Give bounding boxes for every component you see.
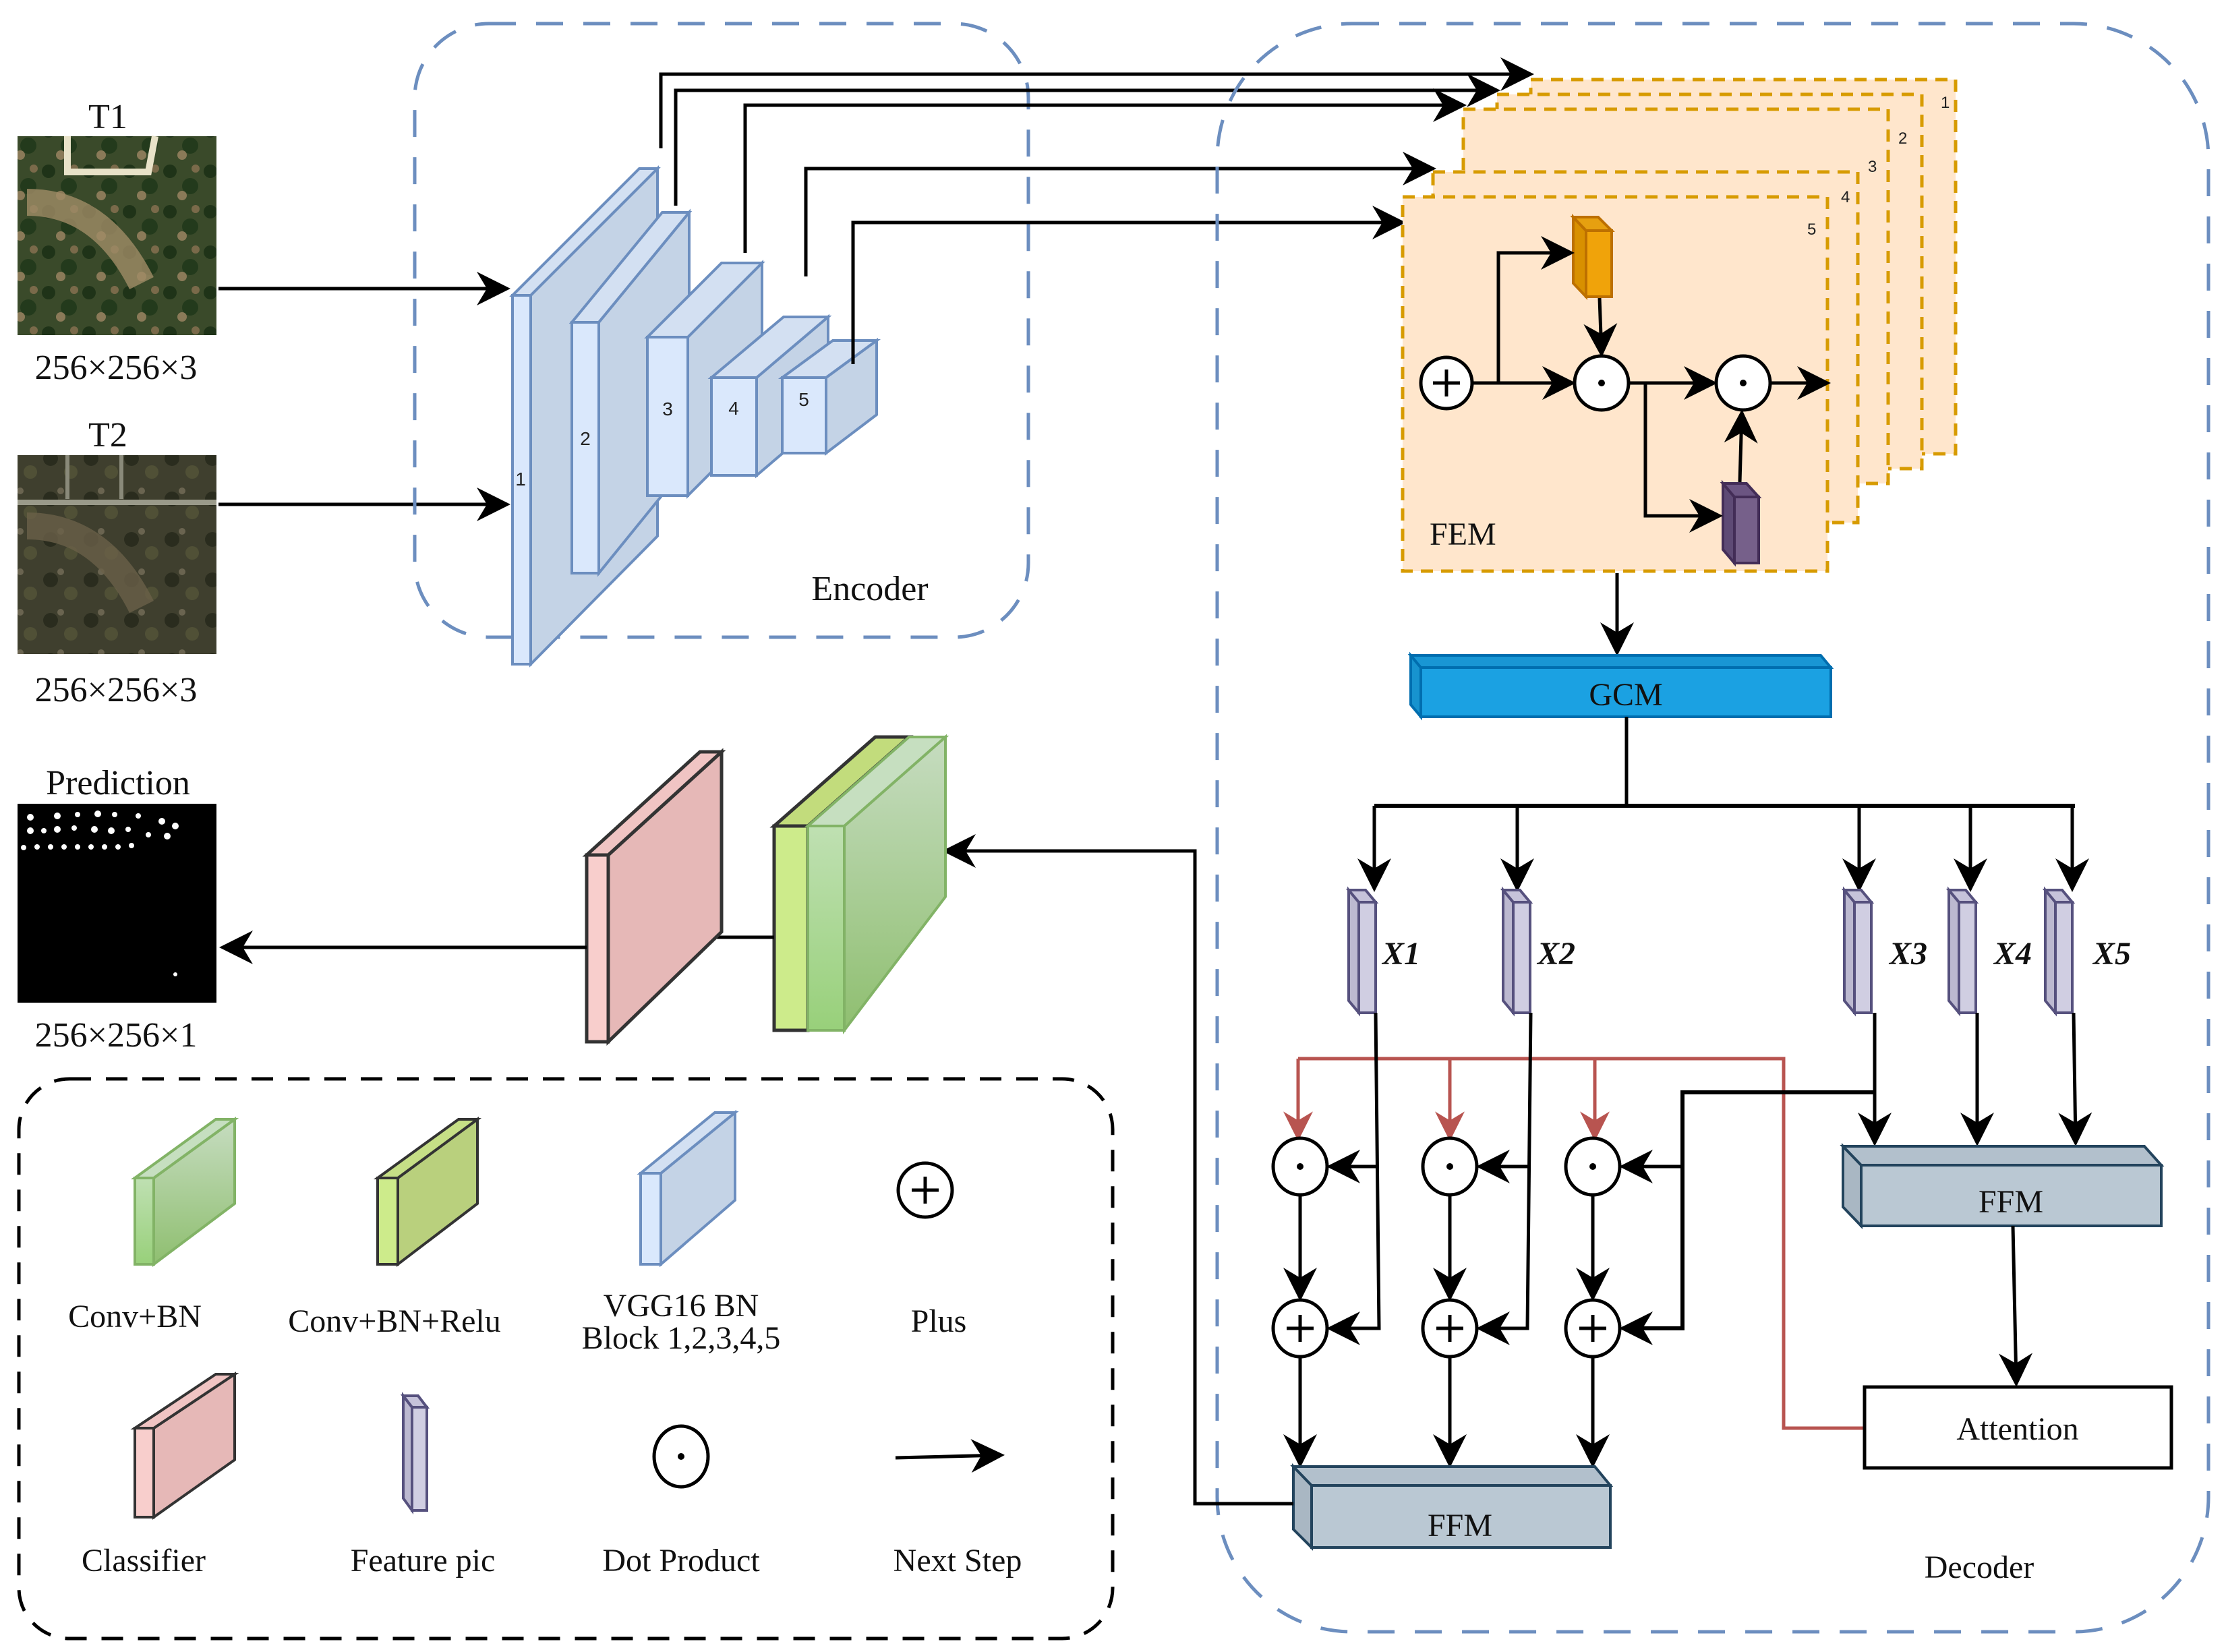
fusion-column-3 (1564, 1090, 1875, 1468)
legend-conv-bn-label: Conv+BN (68, 1299, 202, 1334)
attention-block: Attention (1863, 1385, 2173, 1470)
fem-layer-3-label: 3 (1868, 158, 1877, 176)
ffm-low-block: FFM (1290, 1463, 1614, 1551)
t2-size: 256×256×3 (35, 671, 198, 709)
prediction-title: Prediction (46, 764, 190, 802)
skip-connection-2 (674, 73, 1500, 206)
next-step-legend-icon (895, 1439, 1005, 1473)
fem-layer-1-label: 1 (1941, 94, 1950, 112)
prediction-size: 256×256×1 (35, 1016, 198, 1055)
decoder-label: Decoder (1925, 1550, 2034, 1585)
fusion-column-2 (1421, 1012, 1533, 1468)
conv-bn-relu-block (769, 735, 914, 1032)
vgg-block-5: 5 (778, 338, 881, 456)
ffm-to-attention-arrow (1999, 1225, 2033, 1387)
fem-orange-block (1570, 213, 1615, 301)
decoder-container (1215, 22, 2210, 1634)
fem-layer-4-label: 4 (1841, 188, 1850, 206)
fem-layer-5-label: 5 (1807, 220, 1816, 239)
t1-title: T1 (88, 98, 127, 136)
encoder-label: Encoder (811, 570, 928, 608)
gcm-block: GCM (1407, 651, 1834, 721)
legend-vgg16-label-line1: VGG16 BN (604, 1288, 759, 1324)
legend-feature-pic-label: Feature pic (351, 1543, 496, 1579)
legend-next-step: Next Step (894, 1439, 1022, 1579)
legend-vgg16: VGG16 BN Block 1,2,3,4,5 (582, 1109, 781, 1356)
input-t1: T1 256×256×3 (18, 98, 216, 387)
legend-plus-label: Plus (911, 1303, 967, 1339)
fem-stack: 1 2 3 4 5 FEM (1401, 78, 1958, 573)
gcm-label: GCM (1589, 677, 1662, 713)
block-1-label: 1 (515, 469, 526, 490)
x3-label: X3 (1888, 936, 1927, 972)
legend-dot-product: Dot Product (602, 1424, 760, 1579)
feature-x4: X4 (1945, 886, 2032, 1017)
feature-x3: X3 (1841, 886, 1927, 1017)
legend-conv-bn-relu-label: Conv+BN+Relu (288, 1303, 501, 1339)
feature-x1: X1 (1345, 886, 1420, 1017)
fem-label: FEM (1430, 517, 1496, 552)
t2-title: T2 (88, 416, 127, 454)
skip-connection-3 (743, 88, 1467, 253)
x1-label: X1 (1381, 936, 1420, 972)
fem-layer-2-label: 2 (1898, 129, 1907, 148)
block-5-label: 5 (798, 389, 809, 410)
block-4-label: 4 (728, 398, 739, 419)
feature-x2: X2 (1500, 886, 1575, 1017)
ffm-high-block: FFM (1840, 1143, 2165, 1229)
fusion-column-1 (1271, 1012, 1381, 1468)
legend-conv-bn-relu: Conv+BN+Relu (288, 1117, 501, 1339)
legend-plus: Plus (896, 1161, 967, 1339)
legend-classifier: Classifier (82, 1371, 239, 1579)
skip-connection-1 (659, 57, 1534, 148)
legend-dot-product-label: Dot Product (602, 1543, 760, 1579)
block-3-label: 3 (662, 399, 673, 419)
fem-purple-block (1720, 479, 1762, 567)
ffm-high-label: FFM (1979, 1184, 2043, 1220)
x4-label: X4 (1993, 936, 2032, 972)
skip-connection-4 (804, 152, 1436, 276)
legend-next-step-label: Next Step (894, 1543, 1022, 1579)
classifier-block (582, 748, 726, 1046)
prediction-mask-image (18, 804, 216, 1003)
attention-label: Attention (1956, 1411, 2078, 1447)
prediction-output: Prediction 256×256×1 (18, 764, 216, 1055)
x5-label: X5 (2092, 936, 2131, 972)
legend-vgg16-label-line2: Block 1,2,3,4,5 (582, 1320, 781, 1356)
x2-label: X2 (1536, 936, 1575, 972)
skip-connection-5 (851, 206, 1406, 364)
conv-bn-block (804, 734, 949, 1034)
legend-feature-pic: Feature pic (351, 1392, 496, 1579)
feature-x5: X5 (2042, 886, 2131, 1017)
ffm-to-conv-arrow (942, 834, 1293, 1506)
input-t2: T2 256×256×3 (18, 416, 216, 709)
legend-conv-bn: Conv+BN (68, 1117, 239, 1334)
encoder-container (413, 22, 1030, 639)
block-2-label: 2 (580, 428, 591, 449)
attention-feedback-line (1298, 1057, 1865, 1430)
legend-classifier-label: Classifier (82, 1543, 206, 1579)
t1-size: 256×256×3 (35, 349, 198, 387)
ffm-low-label: FFM (1428, 1508, 1492, 1543)
